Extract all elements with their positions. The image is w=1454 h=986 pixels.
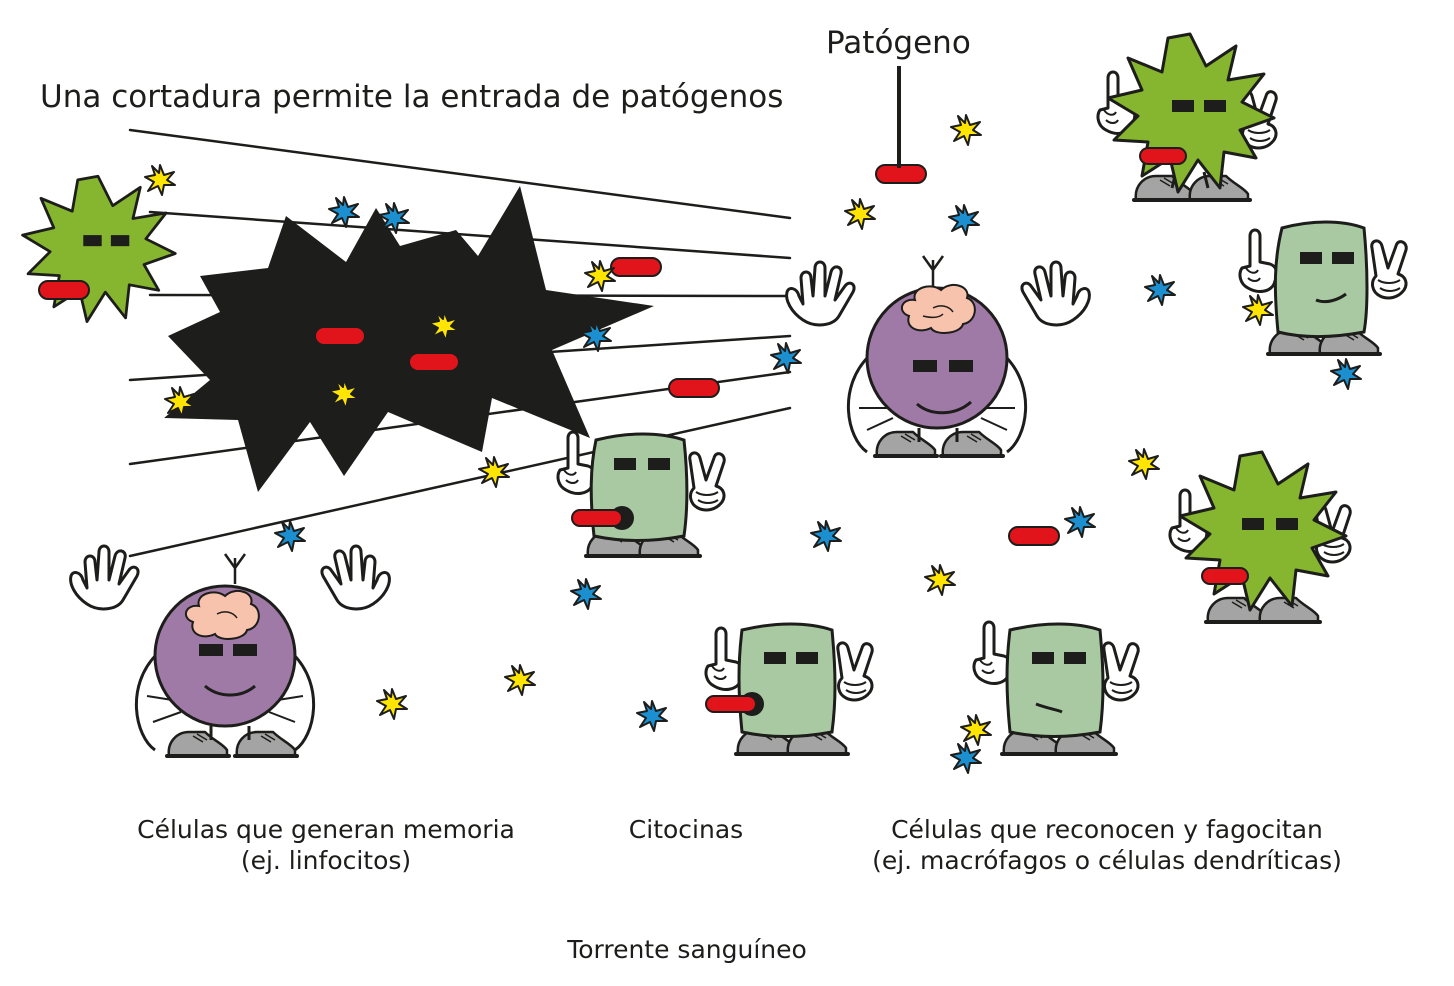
dendritic-cell-icon	[1168, 450, 1352, 624]
cytokines-caption: Citocinas	[628, 815, 744, 844]
cytokine-star-icon	[949, 205, 979, 235]
cytokine-star-icon	[379, 203, 409, 233]
pathogen-bacterium-icon	[314, 326, 366, 346]
dendritic-cell-icon	[1096, 32, 1278, 202]
dendritic-cell-icon	[21, 174, 177, 323]
cytokine-star-icon	[571, 579, 601, 609]
macrophage-icon	[704, 622, 874, 756]
cytokine-star-icon	[1065, 507, 1095, 537]
lymphocyte-icon	[785, 255, 1091, 458]
cytokine-star-icon	[275, 521, 305, 551]
macrophage-icon	[972, 620, 1140, 756]
cytokine-star-icon	[771, 343, 801, 373]
cytokine-star-icon	[951, 743, 981, 773]
cytokine-star-icon	[1129, 449, 1159, 479]
wound-burst-icon	[164, 186, 654, 492]
cut-label: Una cortadura permite la entrada de pató…	[40, 79, 784, 115]
lymphocyte-icon	[69, 544, 391, 758]
pathogen-bacterium-icon	[408, 352, 460, 372]
cytokine-star-icon	[637, 701, 667, 731]
memory-cells-caption: Células que generan memoria (ej. linfoci…	[124, 814, 528, 877]
bloodstream-caption: Torrente sanguíneo	[567, 935, 807, 964]
cytokine-star-icon	[1145, 275, 1175, 305]
cytokine-star-icon	[1243, 295, 1273, 325]
pathogen-bacterium-icon	[610, 257, 662, 277]
macrophage-icon	[1238, 220, 1408, 356]
pathogen-label: Patógeno	[826, 25, 971, 61]
cytokine-star-icon	[951, 115, 981, 145]
cytokine-star-icon	[329, 197, 359, 227]
cytokine-star-icon	[1331, 359, 1361, 389]
cytokine-star-icon	[377, 689, 407, 719]
memory-cells-caption-line2: (ej. linfocitos)	[240, 846, 412, 876]
cytokine-star-icon	[505, 665, 535, 695]
phagocytes-caption-line2: (ej. macrófagos o células dendríticas)	[872, 846, 1342, 876]
cytokine-star-icon	[145, 165, 175, 195]
phagocytes-caption-line1: Células que reconocen y fagocitan	[891, 815, 1323, 844]
cytokine-star-icon	[961, 715, 991, 745]
phagocytes-caption: Células que reconocen y fagocitan (ej. m…	[852, 814, 1362, 877]
macrophage-icon	[556, 430, 726, 558]
cytokine-star-icon	[845, 199, 875, 229]
pathogen-bacterium-icon	[668, 378, 720, 398]
pathogen-bacterium-icon	[38, 280, 90, 300]
cytokine-star-icon	[925, 565, 955, 595]
memory-cells-caption-line1: Células que generan memoria	[137, 815, 515, 844]
pathogen-bacterium-icon	[1008, 526, 1060, 546]
cytokine-star-icon	[811, 521, 841, 551]
